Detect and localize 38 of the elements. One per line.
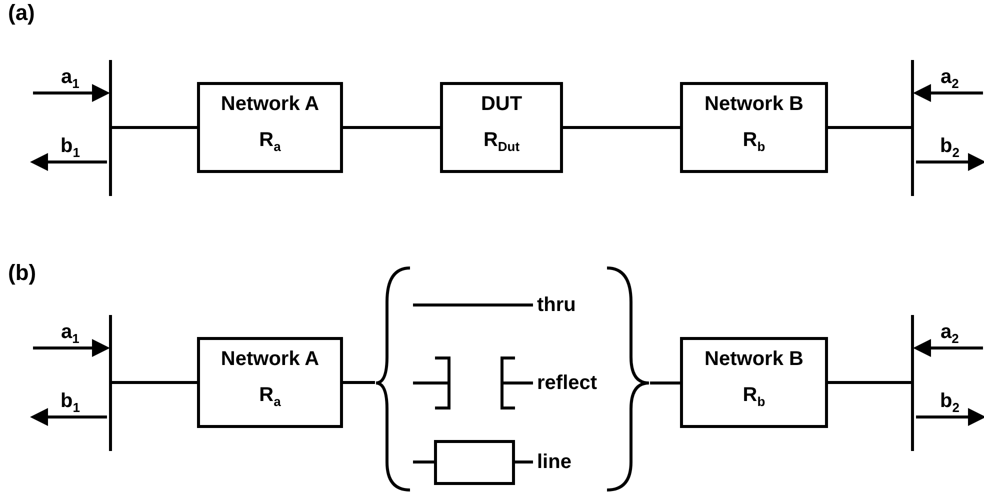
arrow bbox=[913, 84, 983, 102]
connector-line bbox=[828, 126, 911, 129]
arrow bbox=[916, 408, 984, 426]
connector-line bbox=[343, 126, 440, 129]
arrow bbox=[33, 339, 110, 357]
connector-line bbox=[343, 381, 375, 384]
connector-line bbox=[828, 381, 911, 384]
arrow bbox=[913, 339, 983, 357]
wave-label: a$_{2}$ bbox=[940, 66, 959, 93]
connector-line bbox=[650, 382, 680, 384]
wave-label: b$_{2}$ bbox=[940, 390, 960, 417]
reference-plane-line bbox=[911, 60, 914, 196]
arrow bbox=[33, 84, 110, 102]
wave-label: a$_{1}$ bbox=[61, 321, 80, 348]
wave-label: a$_{2}$ bbox=[940, 321, 959, 348]
wave-label: b$_{2}$ bbox=[940, 135, 960, 162]
connector-line bbox=[563, 126, 680, 129]
network-box: Network B R$_{b}$ bbox=[680, 337, 828, 428]
reflect-label: reflect bbox=[537, 372, 598, 394]
reference-plane-line bbox=[911, 315, 914, 451]
connector-line bbox=[112, 126, 197, 129]
arrow bbox=[916, 153, 984, 171]
network-box: DUT R$_{Dut}$ bbox=[440, 82, 563, 173]
network-box: Network A R$_{a}$ bbox=[197, 82, 343, 173]
wave-label: b$_{1}$ bbox=[60, 390, 80, 417]
network-box: Network B R$_{b}$ bbox=[680, 82, 828, 173]
panel-label: (a) bbox=[8, 2, 35, 24]
connector-line bbox=[112, 381, 197, 384]
thru-label: thru bbox=[537, 294, 576, 316]
wave-label: b$_{1}$ bbox=[60, 135, 80, 162]
panel-label: (b) bbox=[8, 262, 36, 284]
arrow bbox=[30, 153, 107, 171]
line-label: line bbox=[537, 451, 572, 473]
wave-label: a$_{1}$ bbox=[61, 66, 80, 93]
reference-plane-line bbox=[109, 315, 112, 451]
reference-plane-line bbox=[109, 60, 112, 196]
network-box: Network A R$_{a}$ bbox=[197, 337, 343, 428]
arrow bbox=[30, 408, 107, 426]
